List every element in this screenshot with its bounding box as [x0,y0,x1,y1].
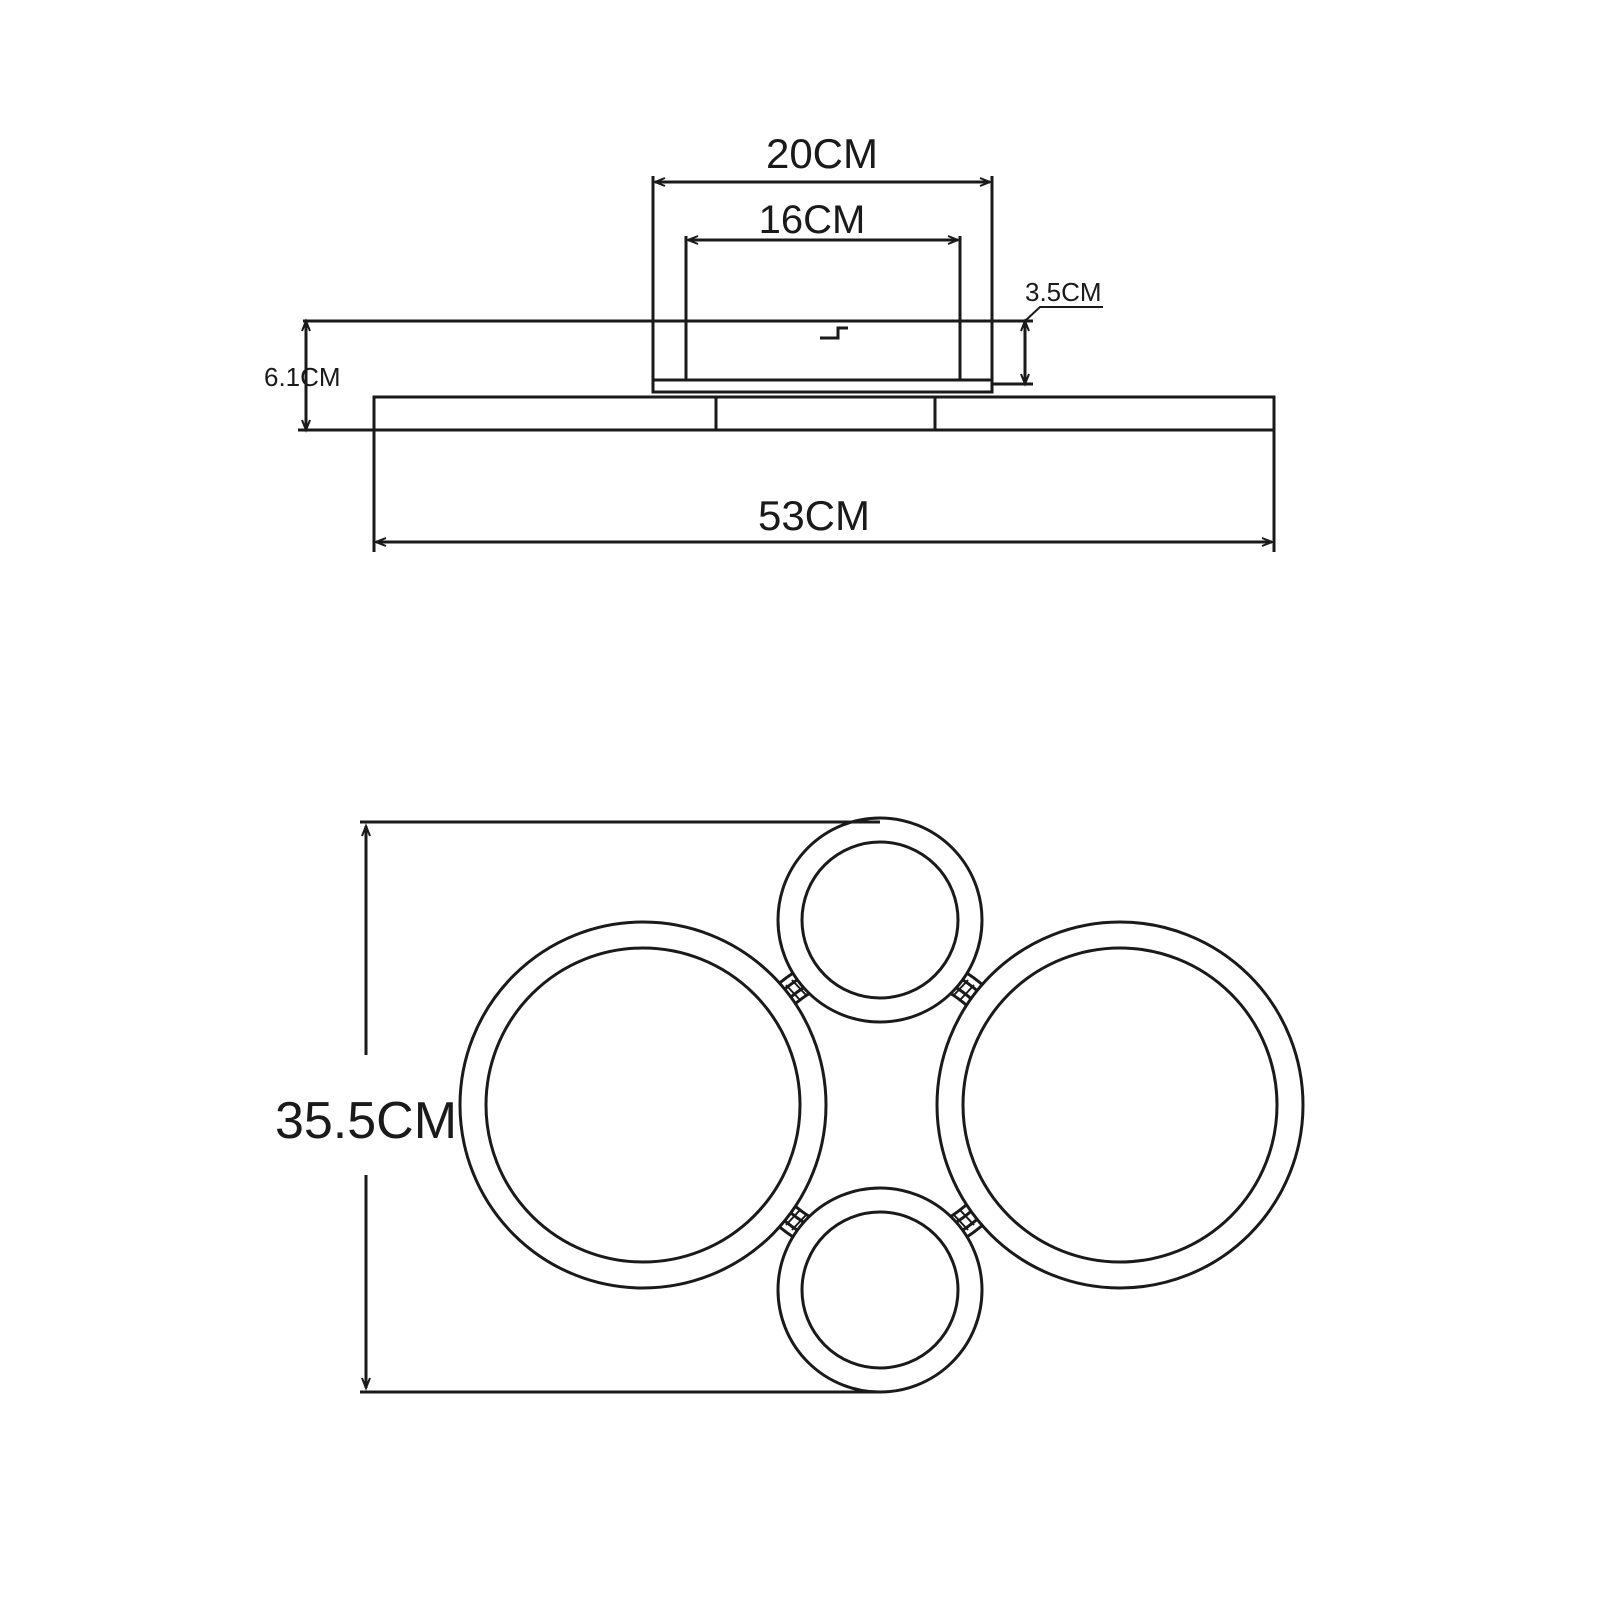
mount-bracket-outer [651,176,994,394]
dimension-3-5cm: 3.5CM [303,277,1103,387]
mount-bracket-inner [684,236,962,382]
ring-connectors [785,979,975,1231]
dimension-53cm: 53CM [372,430,1276,552]
side-view: 20CM 16CM 3.5CM 6.1CM [264,130,1276,552]
ring-top-small [776,816,984,1024]
dimension-16cm: 16CM [685,198,961,245]
lamp-body-plate [372,395,1276,432]
top-view: 35.5CM [275,816,1305,1394]
label-53cm: 53CM [758,492,870,539]
label-3-5cm: 3.5CM [1025,277,1102,307]
dimension-6-1cm: 6.1CM [264,318,374,433]
ring-right-large [935,920,1305,1290]
label-35-5cm: 35.5CM [275,1092,457,1150]
label-6-1cm: 6.1CM [264,362,341,392]
dimension-20cm: 20CM [652,130,993,187]
ring-bottom-small [776,1186,984,1394]
ring-left-large [458,920,828,1290]
label-16cm: 16CM [759,198,866,242]
center-hub [714,397,937,430]
screw-slot [820,326,848,340]
dimension-35-5cm: 35.5CM [275,820,880,1394]
label-20cm: 20CM [766,130,878,177]
